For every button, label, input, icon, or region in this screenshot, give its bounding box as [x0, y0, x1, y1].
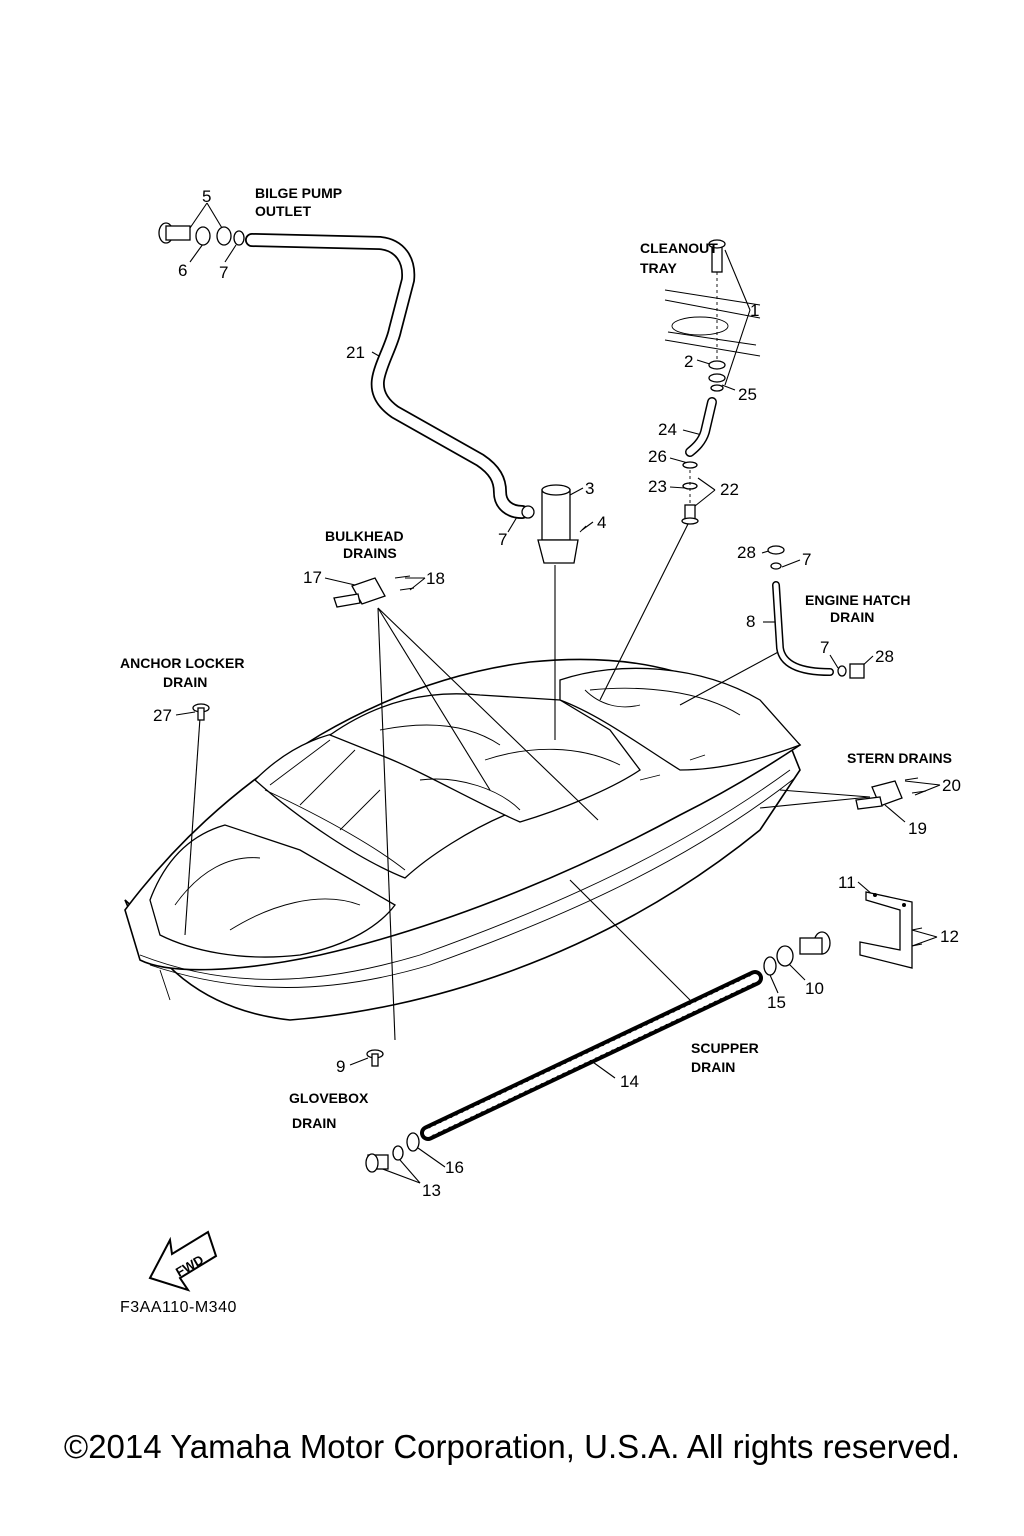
part-number: 4 — [597, 513, 606, 532]
part-number: 7 — [219, 263, 228, 282]
part-numbers: 5 6 7 7 21 1 2 25 24 26 23 22 3 4 7 17 1… — [153, 187, 961, 1200]
part-number: 14 — [620, 1072, 639, 1091]
part-number: 16 — [445, 1158, 464, 1177]
label-bilge-pump-outlet-1: BILGE PUMP — [255, 185, 342, 201]
part-number: 1 — [750, 301, 759, 320]
part-number: 18 — [426, 569, 445, 588]
engine-hatch-drain-hose-8 — [767, 545, 865, 679]
bracket-11 — [859, 891, 923, 969]
part-number: 24 — [658, 420, 677, 439]
copyright-notice: ©2014 Yamaha Motor Corporation, U.S.A. A… — [63, 1428, 961, 1465]
scupper-hose-14 — [420, 970, 763, 1141]
hose-24 — [685, 397, 717, 457]
part-number: 28 — [737, 543, 756, 562]
part-number: 21 — [346, 343, 365, 362]
part-number: 7 — [820, 638, 829, 657]
part-number: 22 — [720, 480, 739, 499]
part-number: 13 — [422, 1181, 441, 1200]
part-number: 17 — [303, 568, 322, 587]
cleanout-tray — [664, 239, 761, 392]
part-number: 7 — [498, 530, 507, 549]
scupper-fitting-10 — [763, 931, 831, 976]
label-bulkhead-drains-2: DRAINS — [343, 545, 397, 561]
bilge-hose-21 — [245, 233, 529, 519]
part-number: 6 — [178, 261, 187, 280]
glovebox-drain-9 — [366, 1049, 384, 1067]
part-number: 7 — [802, 550, 811, 569]
stern-drain-19 — [855, 777, 927, 810]
label-cleanout-tray-2: TRAY — [640, 260, 677, 276]
label-stern-drains: STERN DRAINS — [847, 750, 952, 766]
boat-hull — [124, 658, 802, 1021]
part-number: 8 — [746, 612, 755, 631]
bilge-pump-3 — [521, 484, 587, 564]
anchor-drain-27 — [192, 703, 210, 721]
bulkhead-drain-17 — [333, 575, 415, 608]
part-number: 9 — [336, 1057, 345, 1076]
part-number: 27 — [153, 706, 172, 725]
label-scupper-drain-1: SCUPPER — [691, 1040, 759, 1056]
label-bulkhead-drains-1: BULKHEAD — [325, 528, 404, 544]
scupper-fitting-13 — [365, 1132, 420, 1173]
part-number: 19 — [908, 819, 927, 838]
label-anchor-locker-drain-1: ANCHOR LOCKER — [120, 655, 244, 671]
bilge-outlet-fitting — [158, 222, 245, 246]
diagram-code: F3AA110-M340 — [120, 1299, 237, 1316]
label-engine-hatch-drain-1: ENGINE HATCH — [805, 592, 911, 608]
part-number: 2 — [684, 352, 693, 371]
label-scupper-drain-2: DRAIN — [691, 1059, 735, 1075]
fitting-22 — [681, 461, 699, 525]
part-number: 15 — [767, 993, 786, 1012]
part-number: 26 — [648, 447, 667, 466]
part-number: 3 — [585, 479, 594, 498]
part-number: 10 — [805, 979, 824, 998]
label-engine-hatch-drain-2: DRAIN — [830, 609, 874, 625]
fwd-arrow-icon: FWD — [148, 1230, 218, 1292]
label-bilge-pump-outlet-2: OUTLET — [255, 203, 311, 219]
part-number: 25 — [738, 385, 757, 404]
part-number: 23 — [648, 477, 667, 496]
label-cleanout-tray-1: CLEANOUT — [640, 240, 718, 256]
label-glovebox-drain-1: GLOVEBOX — [289, 1090, 369, 1106]
part-number: 5 — [202, 187, 211, 206]
part-number: 20 — [942, 776, 961, 795]
label-glovebox-drain-2: DRAIN — [292, 1115, 336, 1131]
part-number: 28 — [875, 647, 894, 666]
part-number: 11 — [838, 873, 856, 892]
leader-lines — [175, 202, 941, 1184]
label-anchor-locker-drain-2: DRAIN — [163, 674, 207, 690]
part-number: 12 — [940, 927, 959, 946]
section-labels: BILGE PUMP OUTLET CLEANOUT TRAY BULKHEAD… — [120, 185, 952, 1131]
